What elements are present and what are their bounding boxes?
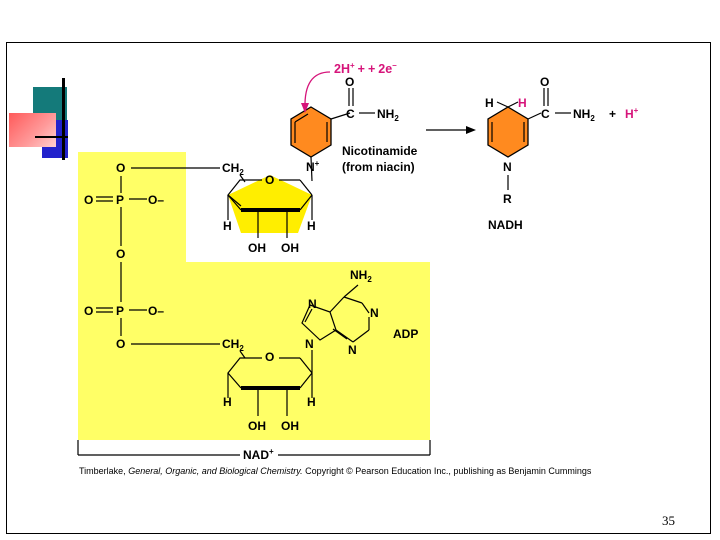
pyridine-ring-reduced [487,106,529,158]
nadh-h-magenta: H [518,96,527,110]
phos-o-top: O [116,161,125,175]
credit-title: General, Organic, and Biological Chemist… [128,466,303,476]
phos-p-1: P [116,193,124,207]
nadh-r: R [503,192,512,206]
adenine-n7: N [308,297,317,311]
ch2-upper: CH2 [222,161,244,177]
atom-O: O [345,75,354,89]
pyridine-ring-oxidized [290,106,332,158]
credit-pre: Timberlake, [79,466,129,476]
slide-number: 35 [662,513,675,528]
phos-o-bridge: O [116,247,125,261]
electron-arrowhead [301,103,309,113]
nadh-ring-n: N [503,160,512,174]
nadh-label: NADH [488,218,523,232]
nicotinamide-label-1: Nicotinamide [342,144,418,158]
nadh-h-plus: H+ [625,106,639,121]
atom-C: C [346,107,355,121]
phos-ominus-2: O– [148,304,164,318]
nad-highlight-region [78,152,430,440]
ch2-lower: CH2 [222,337,244,353]
nadh-h-black: H [485,96,494,110]
nad-label: NAD+ [243,447,274,462]
h-left-upper: H [223,219,232,233]
oh-1-upper: OH [248,241,266,255]
nadh-c: C [541,107,550,121]
bonds [77,88,571,456]
phos-o-bottom: O [116,337,125,351]
adenine-n1: N [370,306,379,320]
nadh-nh2: NH2 [573,107,595,123]
adenine-n3: N [348,343,357,357]
deco-vertical-line [62,78,65,160]
oh-2-lower: OH [281,419,299,433]
electron-curved-arrow [304,71,331,109]
adenine-n9: N [305,337,314,351]
ribose-o-upper: O [265,173,274,187]
phos-o-dbl-2: O [84,304,93,318]
oh-2-upper: OH [281,241,299,255]
credit-line: Timberlake, General, Organic, and Biolog… [79,466,591,476]
h-right-upper: H [307,219,316,233]
ring-n-plus: N+ [306,159,320,174]
nadh-plus: + [609,107,616,121]
slide-frame [6,42,711,534]
ribose-ring-upper [228,175,312,233]
adenine-nh2: NH2 [350,268,372,284]
phos-p-2: P [116,304,124,318]
ribose-o-lower: O [265,350,274,364]
phos-ominus-1: O– [148,193,164,207]
phos-o-dbl-1: O [84,193,93,207]
reaction-arrowhead [466,126,476,134]
h-right-lower: H [307,395,316,409]
adp-label: ADP [393,327,418,341]
nicotinamide-label-2: (from niacin) [342,160,415,174]
amide-nh2: NH2 [377,107,399,123]
electron-label: 2H+++2e– [334,61,397,76]
credit-post: Copyright © Pearson Education Inc., publ… [302,466,592,476]
deco-horizontal-line [35,136,68,138]
deco-red-square [9,113,56,147]
h-left-lower: H [223,395,232,409]
oh-1-lower: OH [248,419,266,433]
nadh-o: O [540,75,549,89]
